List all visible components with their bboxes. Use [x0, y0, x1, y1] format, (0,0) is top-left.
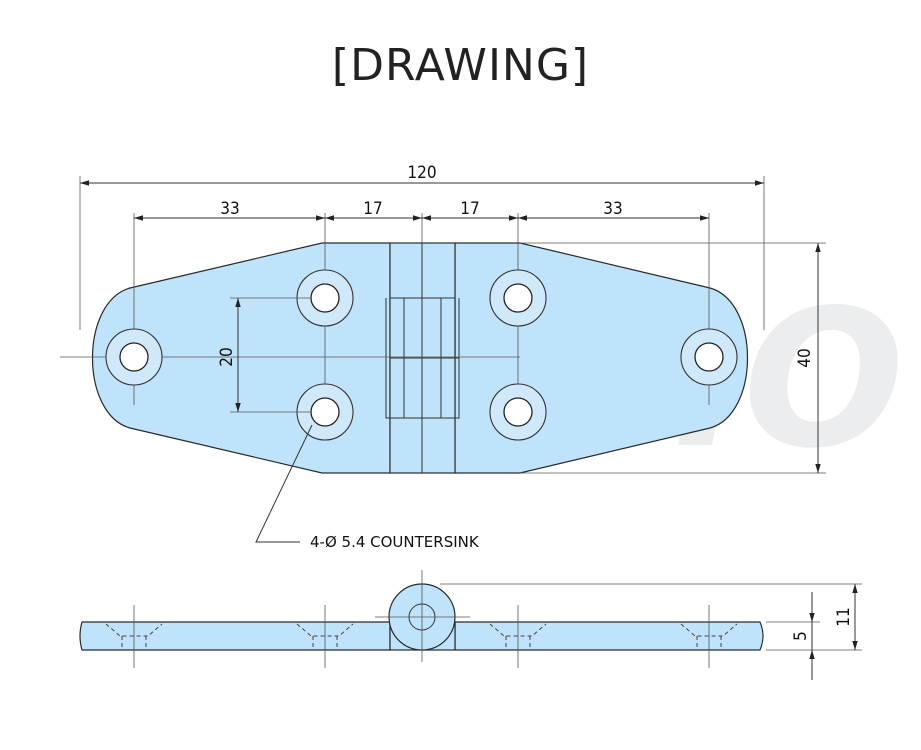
dimension-plate-thickness: 5 [766, 592, 820, 680]
dimension-label: 20 [217, 347, 237, 366]
mounting-hole [680, 328, 738, 386]
dimension-label: 11 [834, 607, 854, 626]
dimension-label: 17 [363, 199, 382, 219]
top-view [60, 213, 748, 474]
drawing-title: [DRAWING] [331, 40, 590, 91]
dimension-label: 5 [791, 631, 811, 641]
mounting-hole [489, 269, 547, 327]
dimension-label: 33 [603, 199, 622, 219]
side-view [79, 570, 764, 668]
dimension-overall-width: 40 [520, 242, 826, 474]
countersink-hidden [105, 623, 738, 650]
dimension-overall-length: 120 [79, 163, 765, 330]
dimension-label: 33 [220, 199, 239, 219]
dimension-label: 17 [460, 199, 479, 219]
dimension-label: 40 [795, 348, 815, 367]
dimension-label: 120 [407, 163, 436, 183]
callout-text: 4-Ø 5.4 COUNTERSINK [310, 533, 480, 551]
dimension-hole-vertical: 20 [217, 297, 310, 413]
mounting-hole [489, 383, 547, 441]
dimension-hole-spacing-row: 33 17 17 33 [134, 199, 709, 221]
countersink-callout: 4-Ø 5.4 COUNTERSINK [255, 424, 480, 551]
side-plate-right [454, 621, 764, 651]
mounting-hole [105, 328, 163, 386]
